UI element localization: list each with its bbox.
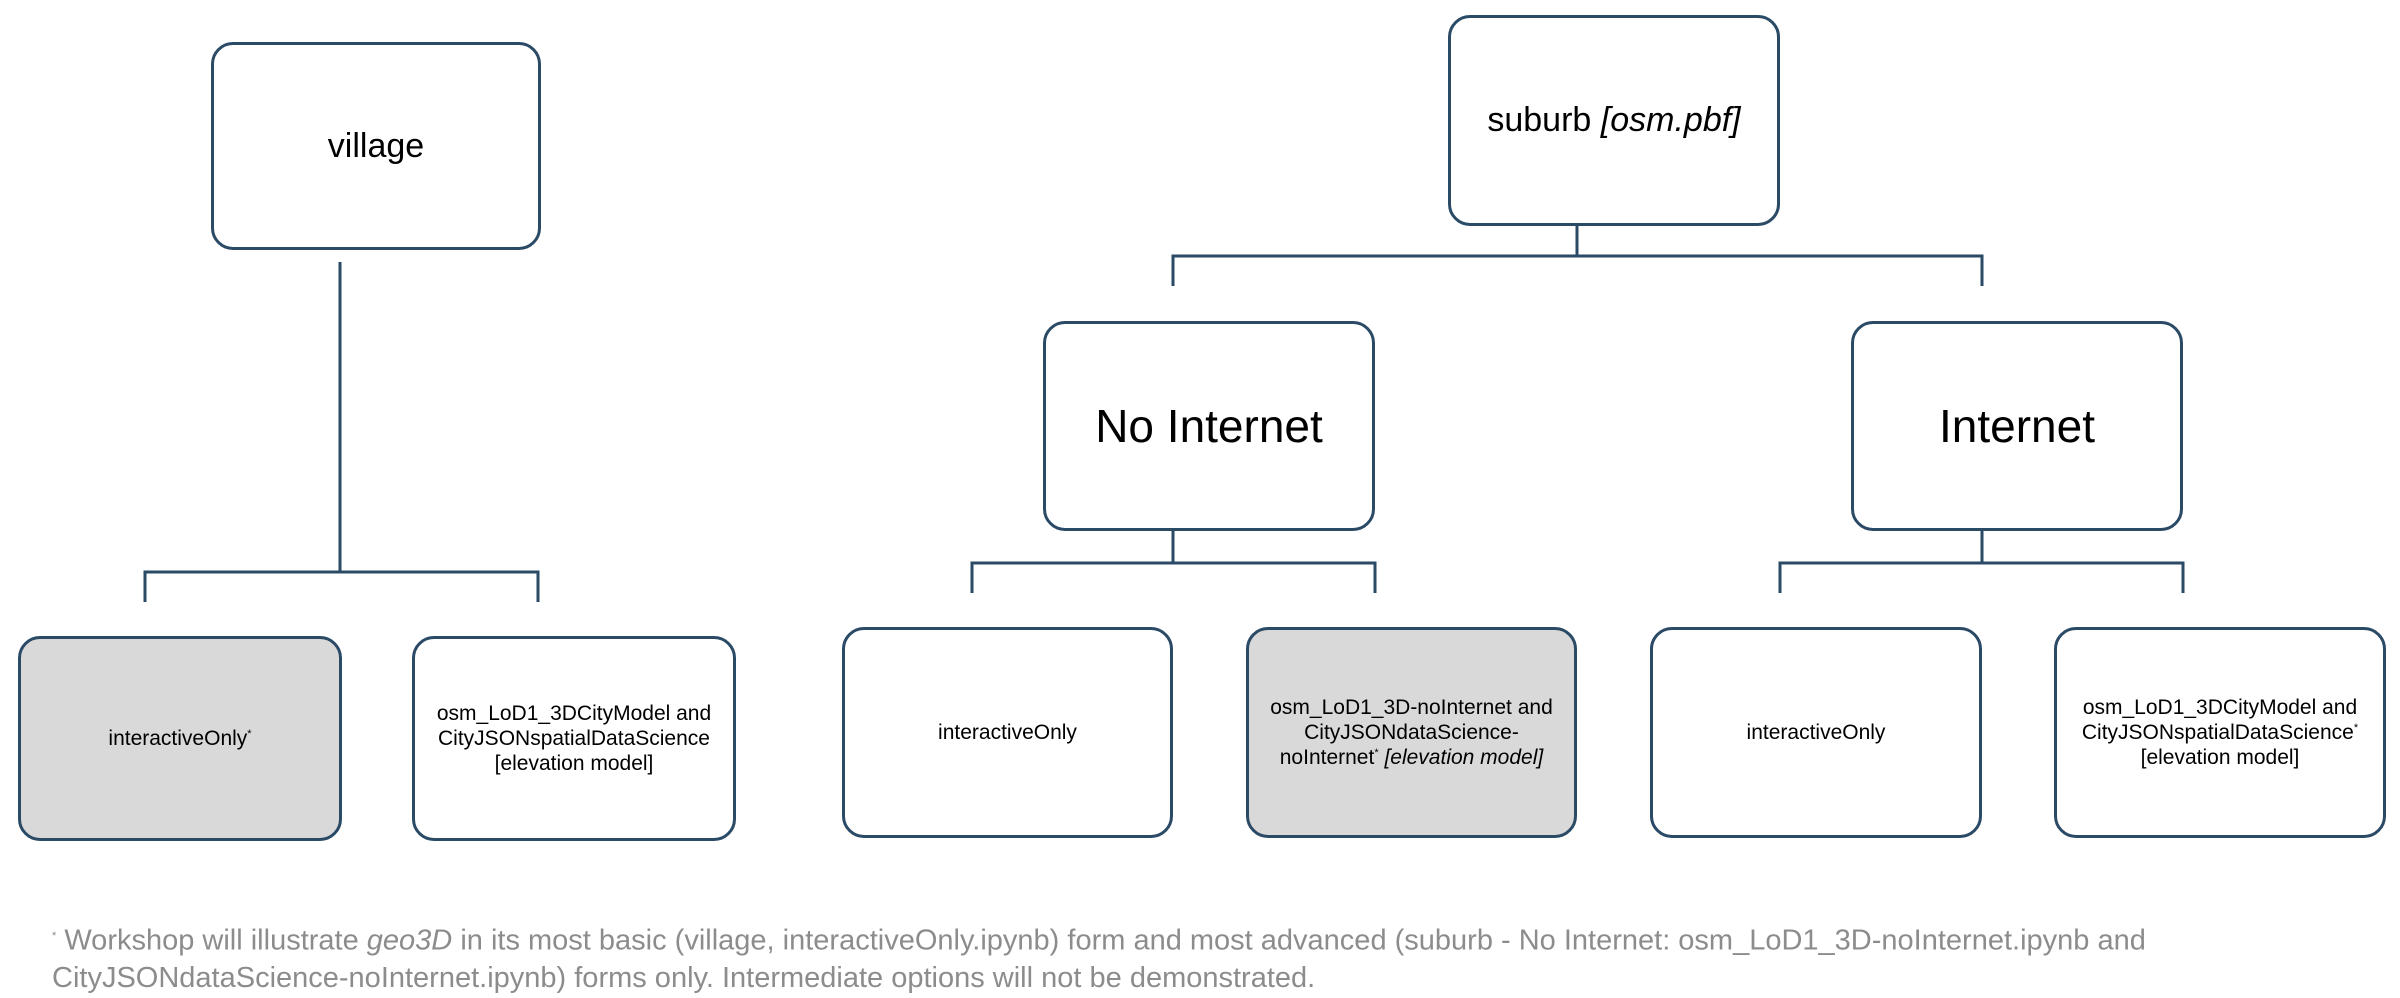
connector-internet-branch (1778, 561, 2185, 593)
village-models-line3: [elevation model] (494, 752, 654, 776)
village-models-line2: CityJSONspatialDataScience (438, 726, 710, 750)
footnote-text-before: Workshop will illustrate (56, 924, 367, 957)
village-models-node: osm_LoD1_3DCityModel and CityJSONspatial… (412, 636, 736, 841)
no-internet-models-line3: noInternet (1279, 746, 1375, 770)
no-internet-models-node: osm_LoD1_3D-noInternet and CityJSONdataS… (1246, 627, 1577, 838)
internet-interactive-only-label: interactiveOnly (1746, 720, 1886, 744)
village-node: village (211, 42, 541, 250)
village-models-line1: osm_LoD1_3DCityModel and (436, 701, 712, 725)
connector-village-branch (143, 570, 540, 602)
footnote-italic: geo3D (366, 924, 453, 957)
connector-no-internet-branch (970, 561, 1377, 593)
connector-suburb-branch (1171, 254, 1984, 286)
village-interactive-only-label: interactiveOnly (108, 726, 248, 750)
internet-models-line1: osm_LoD1_3DCityModel and (2082, 695, 2358, 719)
internet-models-line2: CityJSONspatialDataScience (2081, 720, 2354, 744)
suburb-title: suburb (1487, 101, 1592, 139)
suburb-node: suburb [osm.pbf] (1448, 15, 1780, 226)
internet-interactive-only-node: interactiveOnly (1650, 627, 1982, 838)
internet-title: Internet (1939, 400, 2095, 452)
internet-models-node: osm_LoD1_3DCityModel and CityJSONspatial… (2054, 627, 2386, 838)
village-interactive-only-node: interactiveOnly* (18, 636, 342, 841)
footnote: * Workshop will illustrate geo3D in its … (52, 918, 2352, 997)
no-internet-models-elevation: [elevation model] (1384, 746, 1544, 770)
no-internet-interactive-only-label: interactiveOnly (938, 720, 1077, 744)
internet-node: Internet (1851, 321, 2183, 531)
no-internet-models-line2: CityJSONdataScience- (1304, 720, 1519, 744)
no-internet-interactive-only-node: interactiveOnly (842, 627, 1173, 838)
village-title: village (327, 126, 425, 165)
footnote-marker: * (1374, 747, 1379, 760)
no-internet-node: No Internet (1043, 321, 1375, 531)
no-internet-models-line1: osm_LoD1_3D-noInternet and (1270, 695, 1553, 719)
internet-models-line3: [elevation model] (2140, 746, 2300, 770)
footnote-marker: * (2353, 721, 2359, 734)
suburb-format: [osm.pbf] (1600, 101, 1741, 139)
no-internet-title: No Internet (1095, 400, 1323, 452)
footnote-text-after: in its most basic (village, interactiveO… (52, 924, 2146, 994)
footnote-mark: * (52, 930, 57, 942)
footnote-marker: * (247, 727, 252, 740)
